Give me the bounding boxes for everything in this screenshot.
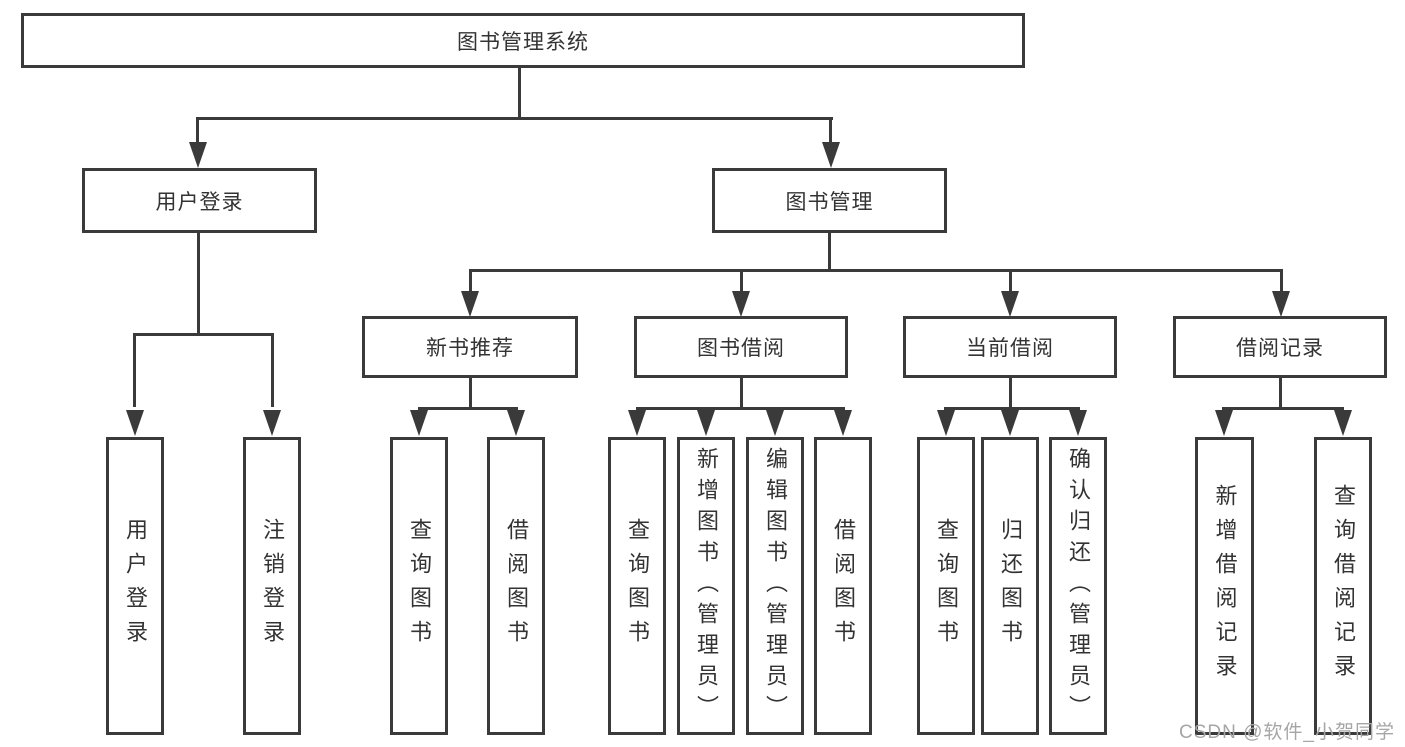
leaf-query-books-current: 查询图书: [917, 437, 975, 735]
leaf-query-books-current-label: 查询图书: [934, 518, 959, 654]
connector-leaf-drop: [133, 333, 136, 407]
arrow-down-icon: [937, 410, 955, 436]
node-new-book-recommend-label: 新书推荐: [426, 337, 514, 360]
node-borrow-records-label: 借阅记录: [1236, 337, 1324, 360]
leaf-user-login: 用户登录: [106, 437, 164, 735]
leaf-logout-label: 注销登录: [260, 518, 285, 654]
connector-root-stem: [518, 68, 521, 120]
leaf-return-books: 归还图书: [981, 437, 1039, 735]
node-book-borrow-label: 图书借阅: [697, 337, 785, 360]
leaf-query-books-recommend-label: 查询图书: [407, 518, 432, 654]
leaf-return-books-label: 归还图书: [998, 518, 1023, 654]
connector-section-drop: [1280, 269, 1283, 291]
leaf-query-books-recommend: 查询图书: [390, 437, 448, 735]
arrow-down-icon: [697, 410, 715, 436]
connector-book-management-stem: [828, 233, 831, 272]
connector-current-stem: [1009, 378, 1012, 410]
arrow-down-icon: [834, 410, 852, 436]
connector-section-drop: [740, 269, 743, 291]
leaf-borrow-books-label: 借阅图书: [831, 518, 856, 654]
watermark-text: CSDN @软件_小贺同学: [1179, 722, 1395, 743]
arrow-down-icon: [410, 410, 428, 436]
arrow-down-icon: [461, 291, 479, 317]
leaf-borrow-books-recommend-label: 借阅图书: [504, 518, 529, 654]
arrow-down-icon: [1215, 410, 1233, 436]
connector-borrow-hline: [636, 407, 845, 410]
connector-leaf-drop: [271, 333, 274, 407]
leaf-add-book-admin: 新增图书（管理员）: [677, 437, 735, 735]
leaf-query-borrow-record: 查询借阅记录: [1314, 437, 1372, 735]
arrow-down-icon: [126, 410, 144, 436]
arrow-down-icon: [189, 142, 207, 168]
connector-recommend-hline: [418, 407, 518, 410]
connector-recommend-stem: [469, 378, 472, 410]
connector-records-hline: [1222, 407, 1344, 410]
leaf-query-borrow-record-label: 查询借阅记录: [1331, 484, 1356, 688]
arrow-down-icon: [628, 410, 646, 436]
node-current-borrow-label: 当前借阅: [966, 337, 1054, 360]
leaf-edit-book-admin: 编辑图书（管理员）: [746, 437, 804, 735]
node-book-management-label: 图书管理: [785, 190, 874, 214]
leaf-add-borrow-record: 新增借阅记录: [1195, 437, 1254, 735]
node-borrow-records: 借阅记录: [1173, 316, 1387, 378]
connector-records-stem: [1279, 378, 1282, 410]
arrow-down-icon: [1334, 410, 1352, 436]
arrow-down-icon: [507, 410, 525, 436]
connector-level2-hline: [197, 117, 833, 120]
node-user-login: 用户登录: [82, 168, 317, 233]
arrow-down-icon: [1272, 291, 1290, 317]
connector-current-hline: [944, 407, 1080, 410]
connector-user-login-drop: [196, 117, 199, 147]
arrow-down-icon: [732, 291, 750, 317]
connector-borrow-stem: [740, 378, 743, 410]
node-book-management: 图书管理: [712, 168, 947, 233]
leaf-logout: 注销登录: [243, 437, 301, 735]
leaf-borrow-books-recommend: 借阅图书: [487, 437, 545, 735]
node-user-login-label: 用户登录: [155, 190, 244, 214]
leaf-add-book-admin-label: 新增图书（管理员）: [694, 446, 719, 726]
node-book-borrow: 图书借阅: [634, 316, 848, 378]
leaf-add-borrow-record-label: 新增借阅记录: [1212, 484, 1238, 688]
connector-section-drop: [469, 269, 472, 291]
node-new-book-recommend: 新书推荐: [362, 316, 578, 378]
arrow-down-icon: [263, 410, 281, 436]
node-root: 图书管理系统: [21, 13, 1025, 68]
leaf-query-books-borrow-label: 查询图书: [625, 518, 650, 654]
connector-user-login-hline: [133, 333, 274, 336]
node-current-borrow: 当前借阅: [903, 316, 1117, 378]
leaf-query-books-borrow: 查询图书: [608, 437, 666, 735]
leaf-borrow-books: 借阅图书: [814, 437, 872, 735]
arrow-down-icon: [1001, 410, 1019, 436]
connector-level3-hline: [469, 269, 1283, 272]
arrow-down-icon: [1001, 291, 1019, 317]
arrow-down-icon: [822, 142, 840, 168]
leaf-user-login-label: 用户登录: [123, 518, 148, 654]
leaf-edit-book-admin-label: 编辑图书（管理员）: [763, 446, 788, 726]
connector-user-login-stem: [197, 233, 200, 336]
leaf-confirm-return-admin: 确认归还（管理员）: [1049, 437, 1107, 735]
arrow-down-icon: [766, 410, 784, 436]
leaf-confirm-return-admin-label: 确认归还（管理员）: [1066, 446, 1091, 726]
arrow-down-icon: [1069, 410, 1087, 436]
node-root-label: 图书管理系统: [457, 30, 589, 54]
connector-section-drop: [1009, 269, 1012, 291]
connector-book-management-drop: [829, 117, 832, 147]
